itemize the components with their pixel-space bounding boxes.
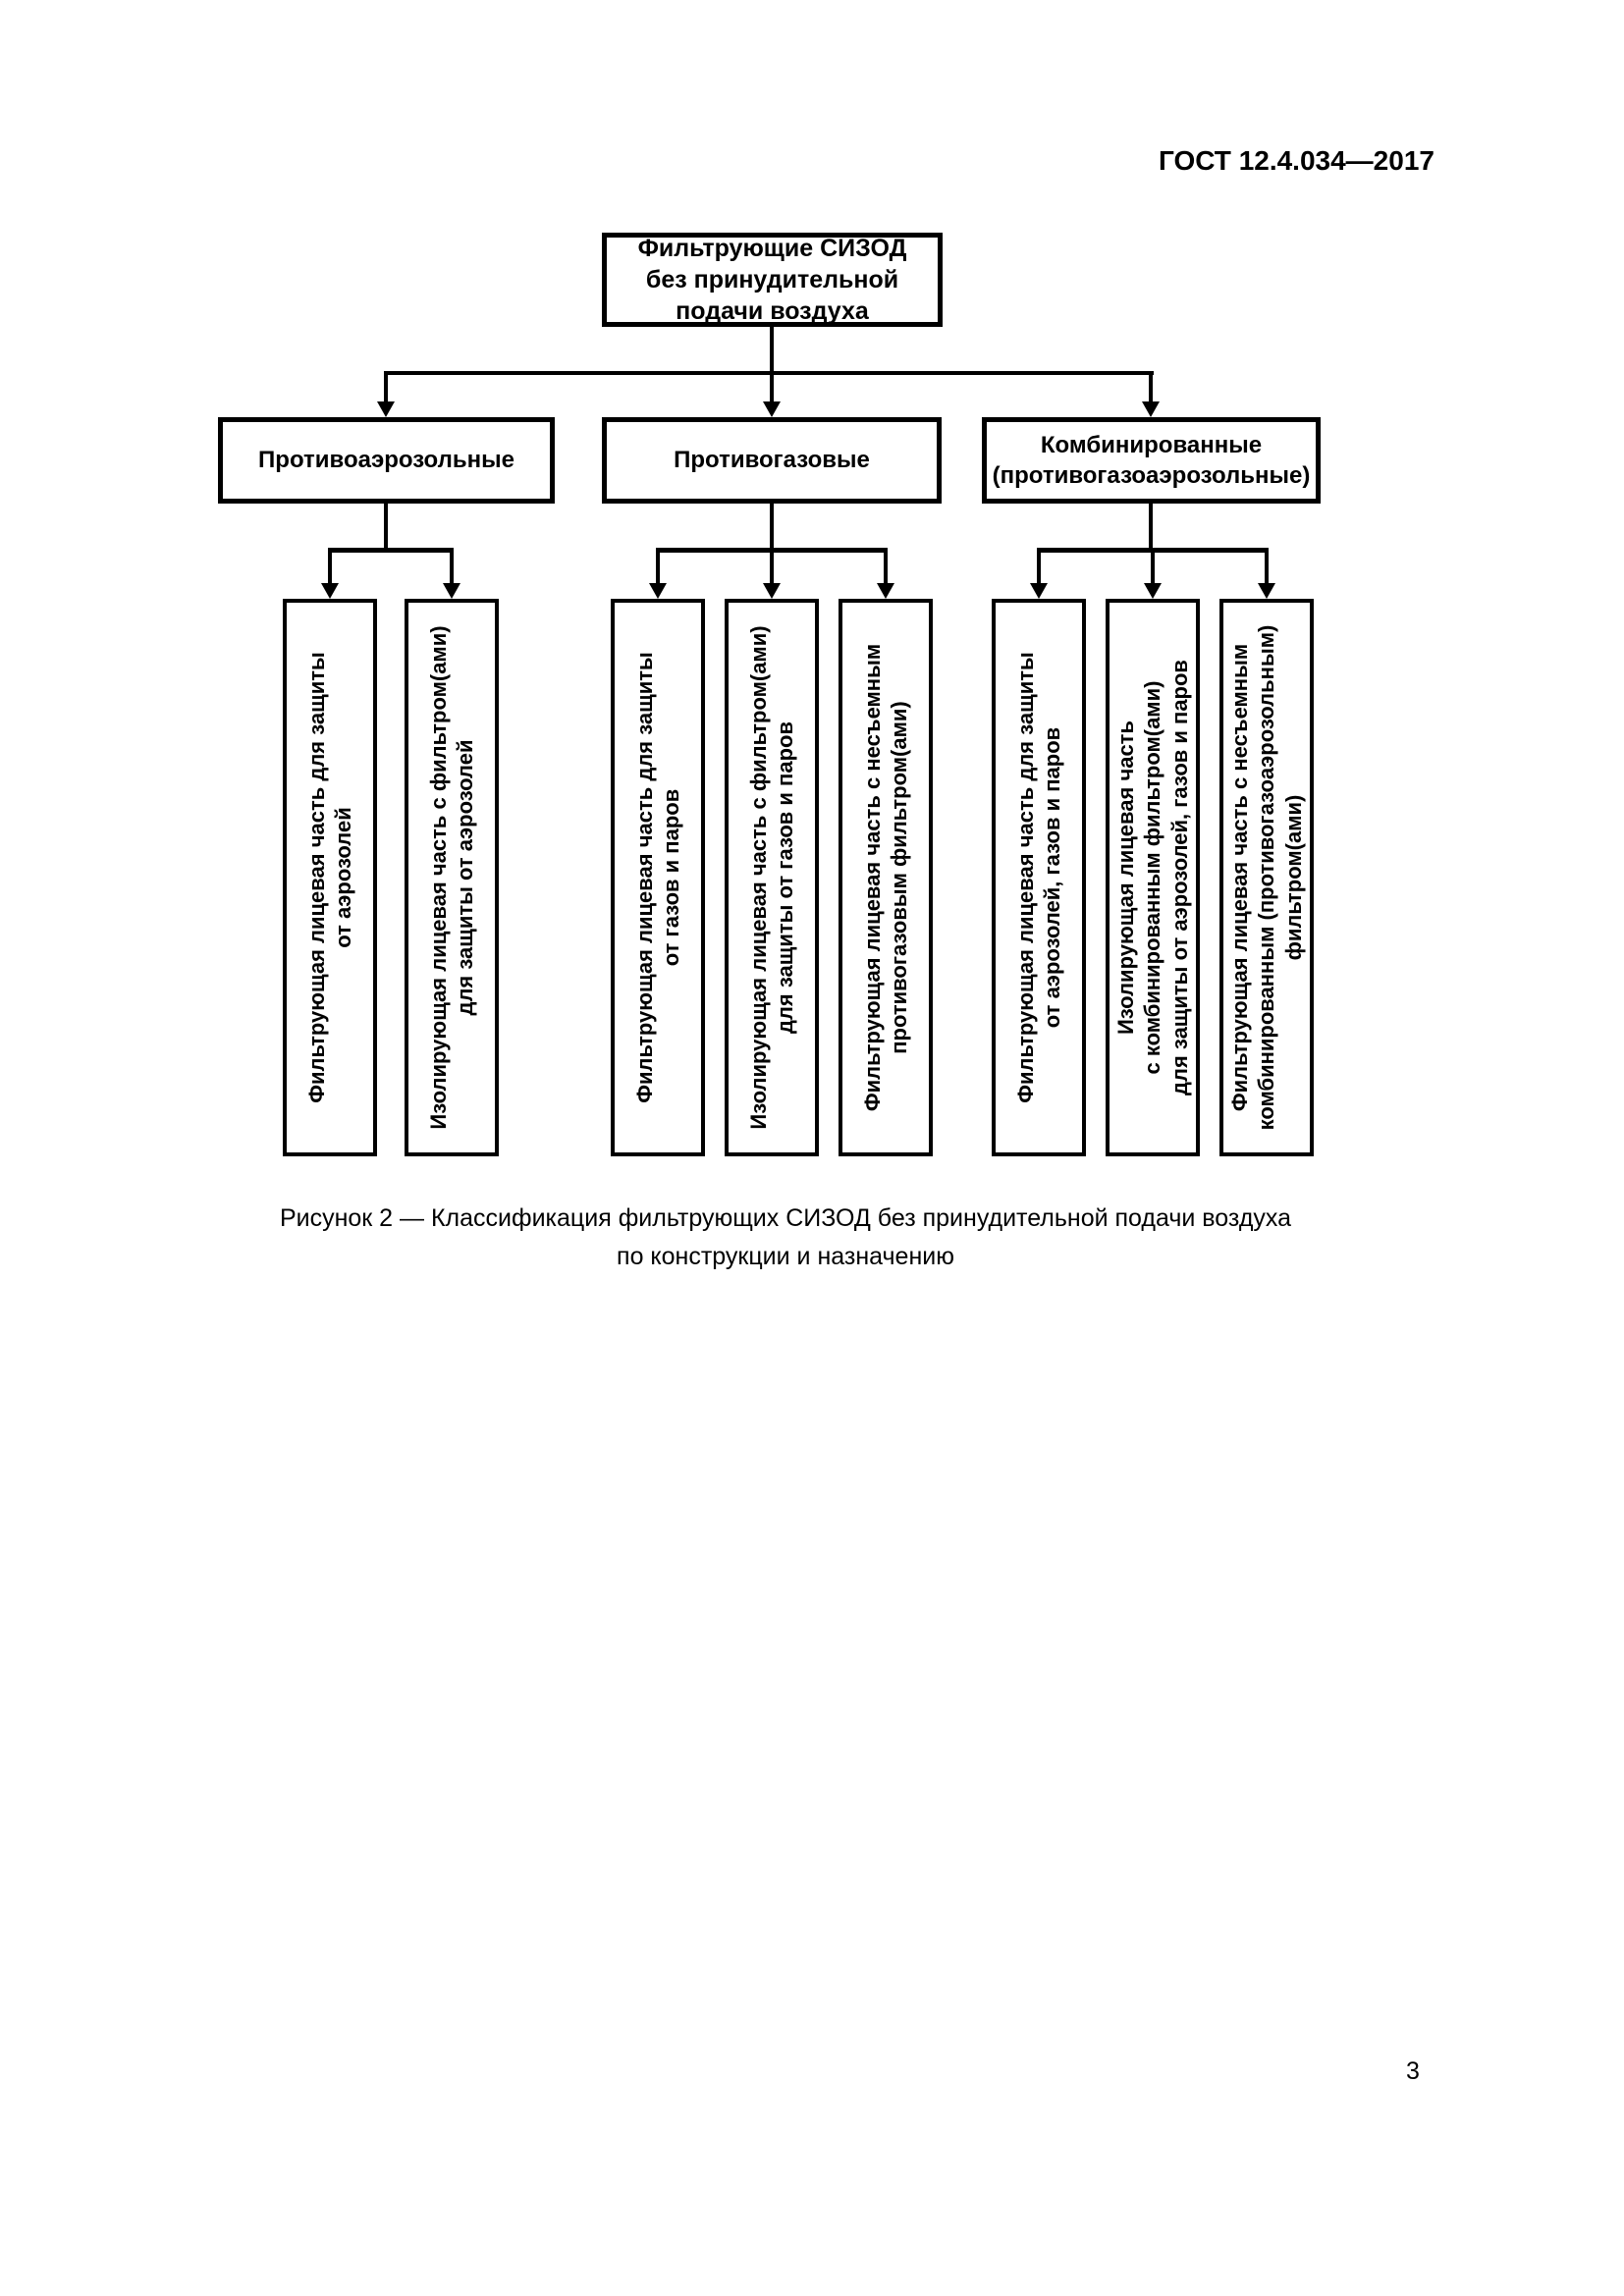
- down-arrow-icon: [1258, 583, 1275, 599]
- leaf-box: Изолирующая лицевая часть с фильтром(ами…: [725, 599, 819, 1156]
- group3-distributor-line: [1037, 548, 1269, 553]
- branch-stem-line: [770, 504, 774, 548]
- down-arrow-icon: [763, 583, 781, 599]
- leaf-box: Фильтрующая лицевая часть для защиты от …: [611, 599, 705, 1156]
- branch-box-combined: Комбинированные (противогазоаэрозольные): [982, 417, 1321, 504]
- down-arrow-icon: [1030, 583, 1048, 599]
- branch-drop-line: [1149, 371, 1153, 403]
- figure-caption: Рисунок 2 — Классификация фильтрующих СИ…: [279, 1204, 1292, 1270]
- branch-label: Комбинированные (противогазоаэрозольные): [992, 431, 1311, 489]
- leaf-drop-line: [656, 553, 660, 585]
- down-arrow-icon: [443, 583, 460, 599]
- leaf-box: Фильтрующая лицевая часть с несъемным пр…: [839, 599, 933, 1156]
- branch-stem-line: [1149, 504, 1153, 548]
- leaf-drop-line: [328, 553, 332, 585]
- leaf-label: Изолирующая лицевая часть с фильтром(ами…: [425, 625, 477, 1130]
- down-arrow-icon: [877, 583, 894, 599]
- leaf-label: Изолирующая лицевая часть с фильтром(ами…: [745, 625, 797, 1130]
- down-arrow-icon: [321, 583, 339, 599]
- branch-box-antigas: Противогазовые: [602, 417, 942, 504]
- branch-box-antiaerosol: Противоаэрозольные: [218, 417, 555, 504]
- leaf-box: Фильтрующая лицевая часть для защиты от …: [992, 599, 1086, 1156]
- down-arrow-icon: [1142, 401, 1160, 417]
- down-arrow-icon: [763, 401, 781, 417]
- leaf-drop-line: [1265, 553, 1269, 585]
- branch-drop-line: [770, 371, 774, 403]
- branch-label: Противогазовые: [674, 447, 870, 474]
- leaf-box: Фильтрующая лицевая часть для защиты от …: [283, 599, 377, 1156]
- leaf-drop-line: [884, 553, 888, 585]
- leaf-box: Фильтрующая лицевая часть с несъемным ко…: [1219, 599, 1314, 1156]
- root-box: Фильтрующие СИЗОД без принудительной под…: [602, 233, 943, 327]
- leaf-drop-line: [1037, 553, 1041, 585]
- root-stem-line: [770, 326, 774, 371]
- group1-distributor-line: [328, 548, 454, 553]
- branch-label: Противоаэрозольные: [258, 447, 514, 474]
- page-number: 3: [1406, 2057, 1420, 2085]
- leaf-box: Изолирующая лицевая часть с фильтром(ами…: [405, 599, 499, 1156]
- leaf-label: Фильтрующая лицевая часть с несъемным пр…: [859, 643, 911, 1112]
- root-label: Фильтрующие СИЗОД без принудительной под…: [637, 235, 907, 325]
- leaf-label: Изолирующая лицевая часть с комбинирован…: [1113, 660, 1192, 1095]
- leaf-box: Изолирующая лицевая часть с комбинирован…: [1106, 599, 1200, 1156]
- down-arrow-icon: [1144, 583, 1162, 599]
- leaf-drop-line: [450, 553, 454, 585]
- page-header: ГОСТ 12.4.034—2017: [1159, 145, 1435, 176]
- branch-drop-line: [384, 371, 388, 403]
- leaf-drop-line: [770, 553, 774, 585]
- leaf-label: Фильтрующая лицевая часть с несъемным ко…: [1227, 624, 1306, 1131]
- leaf-label: Фильтрующая лицевая часть для защиты от …: [303, 652, 355, 1103]
- leaf-label: Фильтрующая лицевая часть для защиты от …: [1012, 652, 1064, 1103]
- branch-stem-line: [384, 504, 388, 548]
- down-arrow-icon: [649, 583, 667, 599]
- group2-distributor-line: [656, 548, 888, 553]
- down-arrow-icon: [377, 401, 395, 417]
- leaf-drop-line: [1151, 553, 1155, 585]
- leaf-label: Фильтрующая лицевая часть для защиты от …: [631, 652, 683, 1103]
- root-distributor-line: [384, 371, 1154, 375]
